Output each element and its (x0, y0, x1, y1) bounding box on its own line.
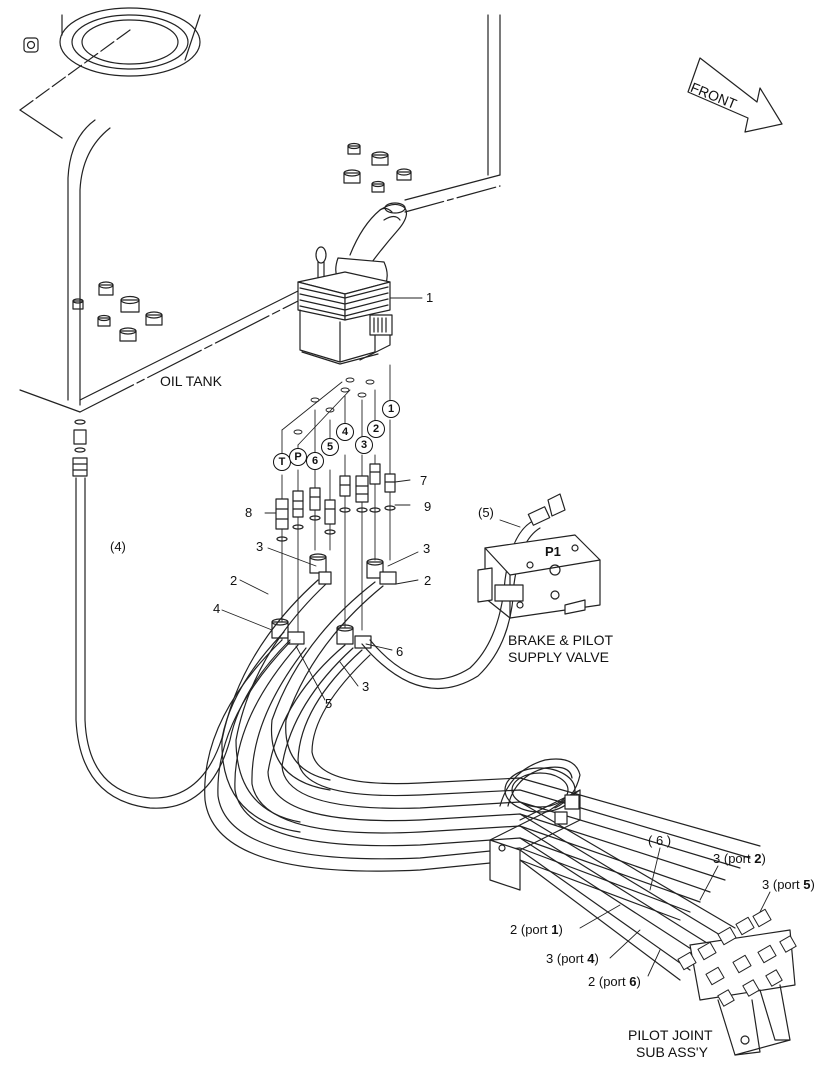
adapter-fittings (275, 463, 396, 542)
callout-8: 8 (245, 505, 253, 520)
port-hose-label-3-port-2: 3 (port 2) (713, 851, 766, 866)
port-marker-6: 6 (306, 452, 324, 470)
callout-4: 4 (213, 601, 221, 616)
tank-bolts-upper (343, 142, 412, 193)
callout-6: 6 (396, 644, 404, 659)
port-hose-label-2-port-6: 2 (port 6) (588, 974, 641, 989)
brake-pilot-supply-valve (477, 534, 601, 619)
port-hose-label-2-port-1: 2 (port 1) (510, 922, 563, 937)
callout-leaders (221, 297, 423, 701)
port-hose-label-3-port-5: 3 (port 5) (762, 877, 815, 892)
port-marker-5: 5 (321, 438, 339, 456)
callout-5: 5 (325, 696, 333, 711)
port-marker-1: 1 (382, 400, 400, 418)
brake-valve-label-line1: BRAKE & PILOT (508, 632, 614, 648)
port-label-leaders (499, 519, 771, 977)
p1-label: P1 (545, 544, 561, 559)
callout-2-left: 2 (230, 573, 238, 588)
elbow-fittings (271, 553, 397, 649)
port-marker-4: 4 (336, 423, 354, 441)
pilot-joint-sub-assy (677, 908, 797, 1056)
hose-clamp-bracket (489, 758, 581, 891)
callout-7: 7 (420, 473, 428, 488)
front-arrow (687, 57, 783, 133)
hose-4-label: (4) (110, 539, 126, 554)
port-marker-2: 2 (367, 420, 385, 438)
port-marker-3: 3 (355, 436, 373, 454)
callout-1: 1 (426, 290, 434, 305)
callout-3-upper-right: 3 (423, 541, 431, 556)
port-marker-P: P (289, 448, 307, 466)
oil-tank-label: OIL TANK (160, 373, 222, 389)
callout-9: 9 (424, 499, 432, 514)
callout-3-upper-left: 3 (256, 539, 264, 554)
oil-tank-outline (19, 7, 501, 413)
pilot-joint-label-line1: PILOT JOINT (628, 1027, 713, 1043)
pilot-hose-bundle (204, 579, 761, 981)
brake-valve-label-line2: SUPPLY VALVE (508, 649, 609, 665)
hose-5-label: (5) (478, 505, 494, 520)
callout-3-lower: 3 (362, 679, 370, 694)
tank-return-hose (72, 419, 291, 809)
callout-2-right: 2 (424, 573, 432, 588)
hose-6-label: ( 6 ) (648, 833, 672, 848)
pilot-joint-label-line2: SUB ASS'Y (636, 1044, 708, 1060)
pilot-valve-joystick (297, 202, 408, 365)
port-hose-label-3-port-4: 3 (port 4) (546, 951, 599, 966)
tank-bolts-lower (72, 281, 163, 342)
